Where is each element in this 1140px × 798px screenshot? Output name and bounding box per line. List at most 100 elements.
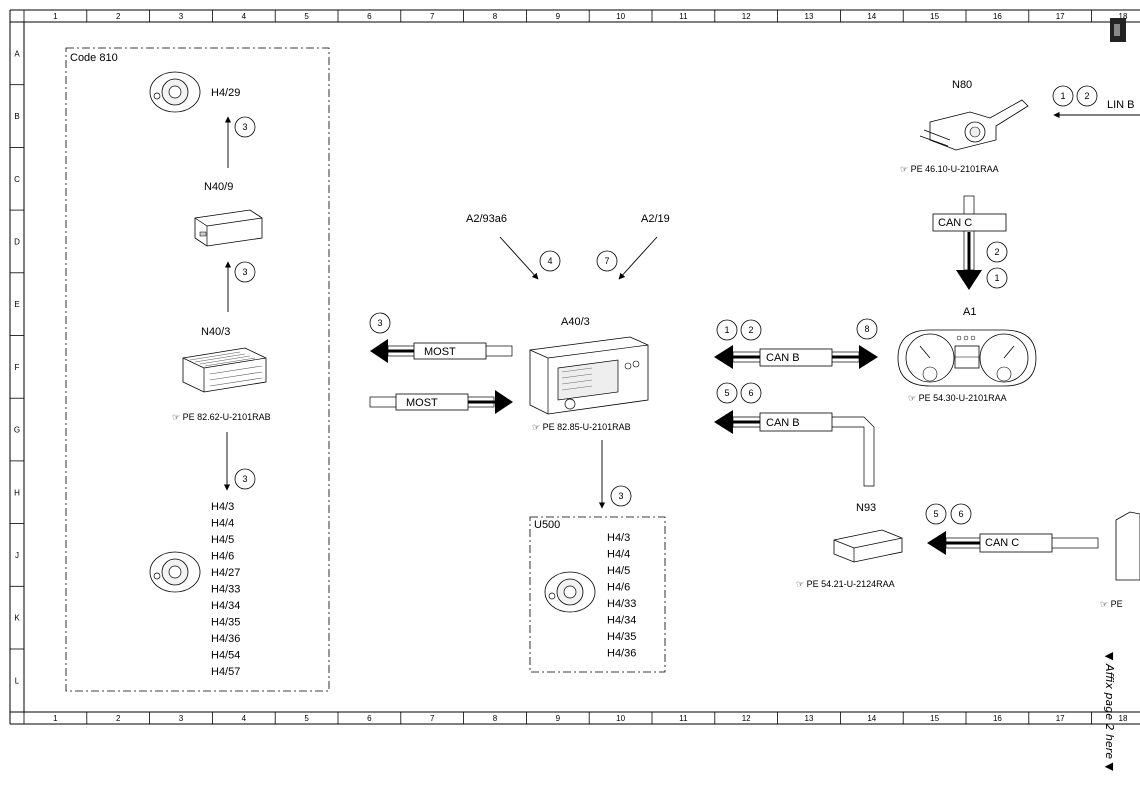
- column-number: 10: [616, 12, 625, 21]
- speaker-code: H4/5: [211, 534, 234, 546]
- column-number: 3: [179, 12, 184, 21]
- column-number: 15: [930, 714, 939, 723]
- connector-circle: 1: [986, 267, 1008, 289]
- head-unit-a40-3-icon: [529, 336, 649, 415]
- column-number: 15: [930, 12, 939, 21]
- svg-text:2: 2: [1084, 91, 1089, 101]
- row-letter: L: [15, 676, 20, 685]
- a2-93a6-label: A2/93a6: [466, 213, 507, 225]
- column-number: 18: [1119, 12, 1128, 21]
- row-letter: D: [14, 237, 20, 246]
- svg-text:6: 6: [958, 509, 963, 519]
- column-number: 9: [556, 714, 561, 723]
- svg-text:3: 3: [242, 474, 247, 484]
- speaker-code: H4/5: [607, 565, 630, 577]
- pe-ref-n80: ☞ PE 46.10-U-2101RAA: [900, 164, 999, 174]
- column-number: 14: [867, 12, 876, 21]
- column-number: 8: [493, 714, 498, 723]
- speaker-code: H4/3: [607, 532, 630, 544]
- speaker-code: H4/4: [211, 518, 234, 530]
- column-number: 5: [304, 714, 309, 723]
- connector-circle: 4: [539, 250, 561, 272]
- svg-text:3: 3: [377, 318, 382, 328]
- pe-ref-cut: ☞ PE: [1100, 599, 1123, 609]
- column-number: 2: [116, 714, 121, 723]
- speaker-code: H4/54: [211, 650, 240, 662]
- svg-text:1: 1: [724, 325, 729, 335]
- signal-arrow-from-a2-93a6: [499, 236, 539, 280]
- can-b-from-n93-arrow: [714, 410, 875, 487]
- connector-circle: 6: [740, 382, 762, 404]
- speaker-h4-29-label: H4/29: [211, 87, 240, 99]
- can-b-top-label: CAN B: [766, 352, 800, 364]
- speaker-h4-29-icon: [149, 71, 201, 113]
- most-in-label: MOST: [406, 397, 438, 409]
- speaker-code: H4/3: [211, 501, 234, 513]
- n40-3-label: N40/3: [201, 326, 230, 338]
- svg-text:2: 2: [748, 325, 753, 335]
- column-number: 16: [993, 714, 1002, 723]
- connector-circle: 5: [716, 382, 738, 404]
- speaker-code: H4/33: [211, 584, 240, 596]
- connector-circle: 7: [596, 250, 618, 272]
- speaker-code: H4/35: [607, 631, 636, 643]
- n40-9-label: N40/9: [204, 181, 233, 193]
- affix-page-note: ▼ Affix page 2 here ▼: [1103, 652, 1116, 771]
- speaker-code: H4/57: [211, 666, 240, 678]
- can-c-bottom-arrow: [927, 531, 1099, 555]
- connector-circle: 5: [925, 503, 947, 525]
- speaker-code: H4/34: [211, 600, 240, 612]
- speaker-code: H4/34: [607, 615, 636, 627]
- speaker-code: H4/6: [607, 582, 630, 594]
- column-number: 18: [1119, 714, 1128, 723]
- cut-off-module-icon: [1115, 511, 1140, 581]
- instrument-cluster-a1-icon: [897, 329, 1037, 387]
- svg-text:6: 6: [748, 388, 753, 398]
- column-number: 8: [493, 12, 498, 21]
- column-number: 2: [116, 12, 121, 21]
- u500-label: U500: [534, 519, 560, 531]
- connector-circle: 2: [1076, 85, 1098, 107]
- column-number: 6: [367, 12, 372, 21]
- connector-circle: 3: [369, 312, 391, 334]
- connector-circle: 2: [740, 319, 762, 341]
- speaker-code: H4/33: [607, 598, 636, 610]
- connector-circle: 3: [234, 116, 256, 138]
- speaker-code: H4/6: [211, 551, 234, 563]
- lin-label: LIN B: [1107, 99, 1135, 111]
- svg-text:5: 5: [933, 509, 938, 519]
- column-number: 17: [1056, 12, 1065, 21]
- column-number: 17: [1056, 714, 1065, 723]
- column-number: 4: [242, 714, 247, 723]
- pe-ref-a1: ☞ PE 54.30-U-2101RAA: [908, 393, 1007, 403]
- speaker-code: H4/35: [211, 617, 240, 629]
- connector-circle: 3: [234, 261, 256, 283]
- amplifier-n40-3-icon: [182, 347, 267, 393]
- column-number: 1: [53, 12, 58, 21]
- svg-text:3: 3: [618, 491, 623, 501]
- row-letter: J: [15, 551, 19, 560]
- connector-circle: 2: [986, 241, 1008, 263]
- speaker-code: H4/36: [211, 633, 240, 645]
- connector-circle: 3: [610, 485, 632, 507]
- module-n40-9-icon: [194, 209, 263, 247]
- row-letter: K: [14, 614, 20, 623]
- svg-text:8: 8: [864, 324, 869, 334]
- module-n93-icon: [833, 529, 903, 563]
- u500-speaker-icon: [544, 571, 596, 613]
- speaker-code: H4/27: [211, 567, 240, 579]
- column-number: 11: [679, 714, 688, 723]
- most-out-label: MOST: [424, 346, 456, 358]
- page-tab-icon: [1110, 18, 1126, 42]
- svg-text:4: 4: [547, 256, 552, 266]
- speaker-code: H4/4: [607, 549, 630, 561]
- svg-text:7: 7: [604, 256, 609, 266]
- most-output-arrow: [370, 339, 513, 363]
- column-number: 12: [742, 12, 751, 21]
- svg-text:1: 1: [1060, 91, 1065, 101]
- column-number: 11: [679, 12, 688, 21]
- column-number: 10: [616, 714, 625, 723]
